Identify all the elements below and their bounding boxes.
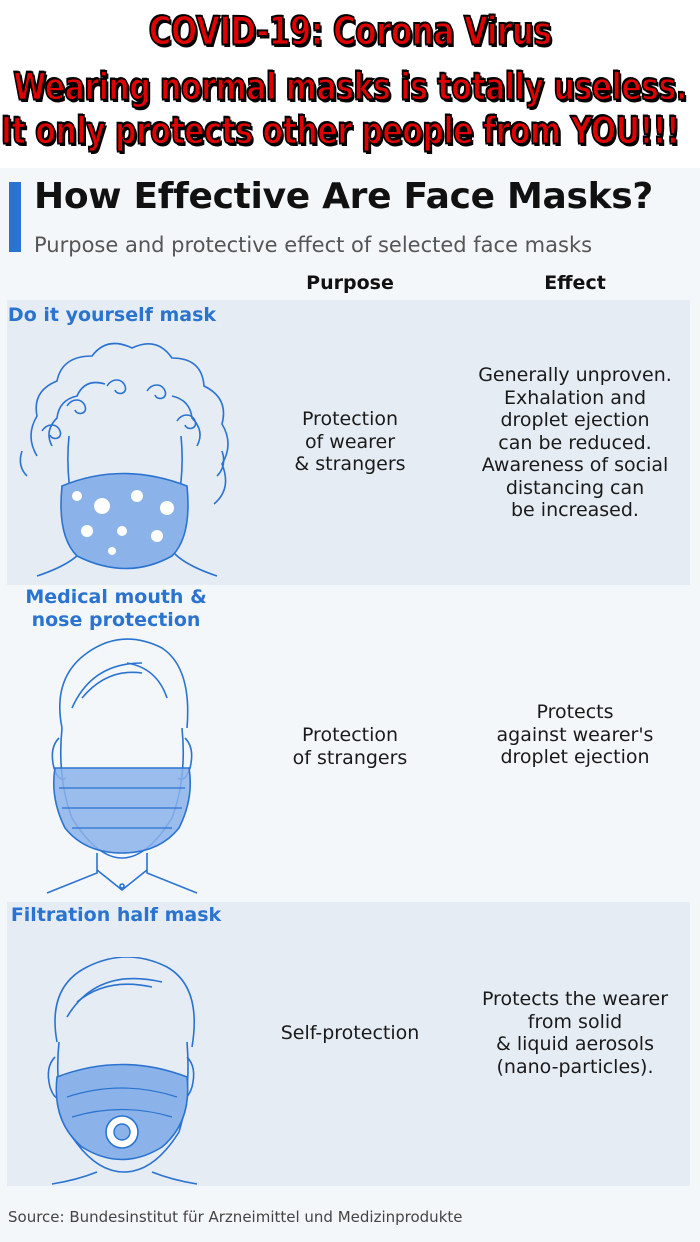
title-accent-bar	[9, 182, 21, 252]
infographic: How Effective Are Face Masks? Purpose an…	[0, 168, 700, 1242]
infographic-subtitle: Purpose and protective effect of selecte…	[34, 233, 593, 257]
meme-banner: COVID-19: Corona Virus Wearing normal ma…	[0, 0, 700, 168]
mask-name: Filtration half mask	[10, 904, 222, 926]
column-header-purpose: Purpose	[306, 272, 394, 294]
mask-row-diy: Do it yourself mask	[7, 300, 690, 585]
purpose-cell: Protection of wearer & strangers	[294, 408, 406, 475]
effect-cell: Protects the wearer from solid & liquid …	[481, 988, 669, 1078]
mask-row-medical: Medical mouth & nose protection	[7, 586, 690, 901]
purpose-cell: Protection of strangers	[292, 724, 408, 769]
mask-name: Medical mouth & nose protection	[25, 586, 207, 631]
infographic-title: How Effective Are Face Masks?	[34, 176, 654, 217]
column-header-effect: Effect	[544, 272, 606, 294]
source-credit: Source: Bundesinstitut für Arzneimittel …	[8, 1208, 463, 1226]
banner-line-1: COVID-19: Corona Virus	[148, 9, 553, 56]
mask-name: Do it yourself mask	[7, 304, 217, 326]
banner-line-2: Wearing normal masks is totally useless.	[12, 65, 688, 111]
banner-line-3: It only protects other people from YOU!!…	[0, 109, 680, 155]
effect-cell: Protects against wearer's droplet ejecti…	[496, 701, 654, 768]
person-filtration-mask-icon	[47, 957, 198, 1185]
purpose-cell: Self-protection	[280, 1022, 420, 1044]
effect-cell: Generally unproven. Exhalation and dropl…	[478, 364, 672, 521]
person-medical-mask-icon	[46, 638, 198, 894]
curly-hair-person-diy-mask-icon	[19, 342, 229, 577]
mask-row-filtration: Filtration half mask	[7, 902, 690, 1186]
